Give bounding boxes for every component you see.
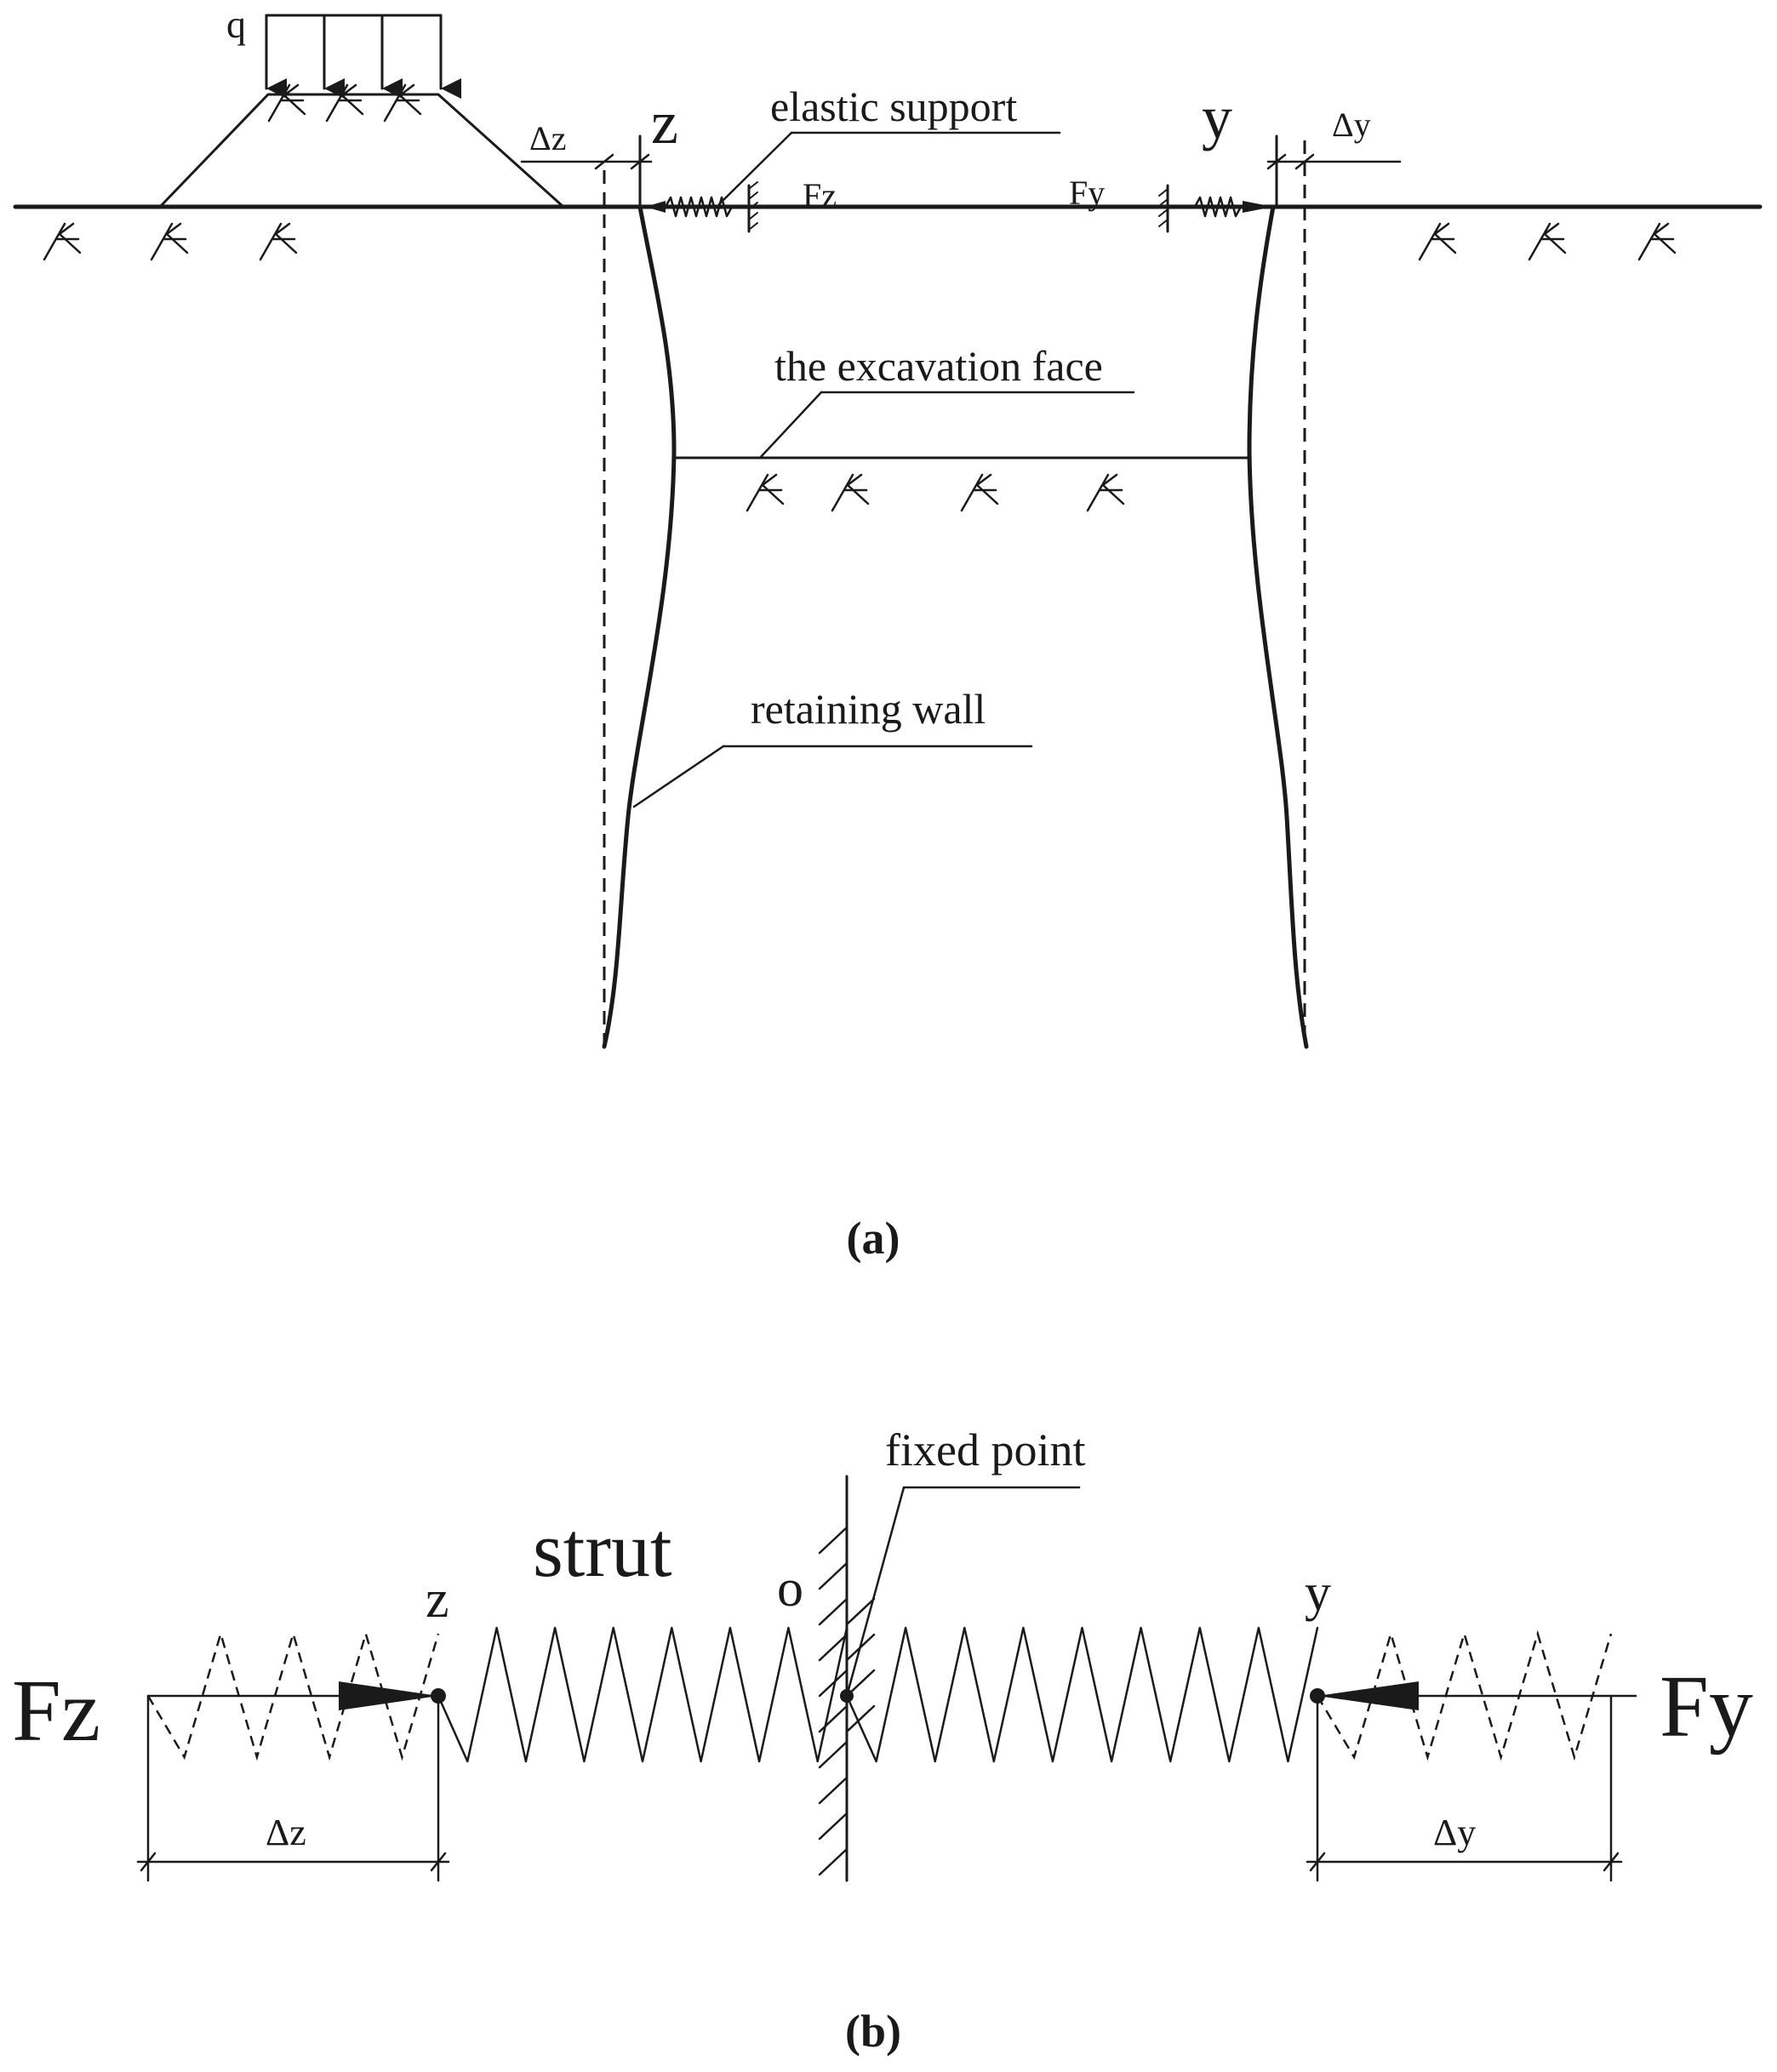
point-z-label-b: z bbox=[426, 1571, 449, 1629]
wall-hatch-stroke bbox=[818, 1847, 849, 1876]
soil-hatch-stroke bbox=[165, 222, 182, 236]
soil-hatch-stroke bbox=[259, 222, 283, 261]
wall-hatch-stroke bbox=[818, 1561, 849, 1590]
soil-hatch-stroke bbox=[960, 473, 984, 512]
soil-hatch-stroke bbox=[274, 222, 291, 236]
soil-hatch-stroke bbox=[846, 473, 863, 487]
callout-excavation-face: the excavation face bbox=[758, 342, 1135, 459]
soil-hatch-stroke bbox=[1543, 222, 1560, 236]
soil-hatch-stroke bbox=[398, 94, 422, 116]
soil-hatch-stroke bbox=[1433, 222, 1450, 236]
soil-hatch-stroke bbox=[267, 83, 291, 123]
soil-hatch-stroke bbox=[150, 222, 174, 261]
callout-fixed-point: fixed point bbox=[845, 1424, 1085, 1698]
figure-a: q Δz Δy z y bbox=[13, 3, 1763, 1264]
soil-hatch-stroke bbox=[846, 483, 870, 505]
soil-hatch-stroke bbox=[283, 83, 300, 97]
wall-hatch-stroke bbox=[818, 1669, 849, 1698]
callout-elastic-support: elastic support bbox=[717, 83, 1061, 206]
soil-hatch-stroke bbox=[383, 83, 407, 123]
soil-hatch-stroke bbox=[58, 222, 75, 236]
soil-hatching bbox=[43, 83, 1677, 512]
wall-hatch-stroke bbox=[845, 1704, 876, 1733]
soil-hatch-stroke bbox=[1101, 473, 1118, 487]
wall-hatch-stroke bbox=[845, 1597, 876, 1626]
wall-hatch-stroke bbox=[818, 1740, 849, 1769]
right-elastic-support: Fy bbox=[1069, 174, 1273, 233]
soil-hatch-stroke bbox=[274, 232, 298, 254]
point-y-label: y bbox=[1202, 83, 1232, 151]
wall-hatch-stroke bbox=[818, 1633, 849, 1662]
soil-hatch-stroke bbox=[831, 473, 854, 512]
wall-hatch-stroke bbox=[818, 1597, 849, 1626]
point-z-label: z bbox=[651, 88, 678, 157]
soil-hatch-stroke bbox=[761, 483, 785, 505]
strut-label: strut bbox=[533, 1506, 672, 1593]
delta-y-dimension: Δy bbox=[1266, 106, 1402, 170]
soil-hatch-stroke bbox=[43, 222, 66, 261]
point-y-label-b: y bbox=[1305, 1564, 1331, 1622]
wall-hatch-stroke bbox=[818, 1526, 849, 1555]
soil-hatch-stroke bbox=[1653, 222, 1670, 236]
soil-hatch-stroke bbox=[1433, 232, 1457, 254]
soil-hatch-stroke bbox=[1418, 222, 1442, 261]
delta-y-label: Δy bbox=[1332, 106, 1371, 144]
fixed-wall-hatching bbox=[818, 1526, 876, 1876]
figure-a-caption: (a) bbox=[847, 1213, 900, 1264]
wall-hatch-stroke bbox=[818, 1704, 849, 1733]
delta-y-dimension-b: Δy bbox=[1306, 1694, 1623, 1882]
delta-z-dimension-b: Δz bbox=[136, 1694, 450, 1882]
figure-b: Δz Δy fixed point strut z o y Fz Fy (b) bbox=[12, 1424, 1753, 2057]
soil-hatch-stroke bbox=[1653, 232, 1677, 254]
callout-retaining-wall: retaining wall bbox=[632, 685, 1033, 808]
soil-hatch-stroke bbox=[1086, 473, 1110, 512]
force-z-label: Fz bbox=[803, 176, 837, 214]
strut-spring-right bbox=[845, 1626, 1319, 1763]
surcharge-load: q bbox=[226, 3, 461, 99]
soil-hatch-stroke bbox=[1637, 222, 1661, 261]
figure-b-caption: (b) bbox=[845, 2006, 901, 2057]
wall-hatch-stroke bbox=[818, 1776, 849, 1805]
displaced-spring-right bbox=[1316, 1630, 1613, 1761]
force-y-label: Fy bbox=[1069, 174, 1105, 212]
soil-hatch-stroke bbox=[340, 94, 364, 116]
load-label: q bbox=[226, 3, 246, 46]
force-y-label-b: Fy bbox=[1660, 1658, 1753, 1755]
soil-hatch-stroke bbox=[746, 473, 769, 512]
right-retaining-wall bbox=[1247, 204, 1309, 1049]
soil-hatch-stroke bbox=[398, 83, 415, 97]
soil-hatch-stroke bbox=[975, 473, 992, 487]
displaced-spring-left bbox=[146, 1630, 440, 1761]
delta-z-label: Δz bbox=[529, 119, 566, 157]
delta-z-dimension: Δz bbox=[520, 119, 653, 170]
wall-hatch-stroke bbox=[818, 1812, 849, 1841]
left-retaining-wall bbox=[602, 204, 677, 1049]
embankment bbox=[158, 93, 565, 208]
point-o-label: o bbox=[777, 1560, 803, 1618]
strut-spring-left bbox=[437, 1626, 849, 1763]
delta-z-label-b: Δz bbox=[266, 1812, 306, 1853]
soil-hatch-stroke bbox=[325, 83, 349, 123]
excavation-face-label: the excavation face bbox=[774, 342, 1103, 390]
soil-hatch-stroke bbox=[283, 94, 306, 116]
force-arrow-right bbox=[1317, 1681, 1419, 1710]
retaining-wall-label: retaining wall bbox=[751, 685, 986, 733]
soil-hatch-stroke bbox=[975, 483, 999, 505]
soil-hatch-stroke bbox=[1543, 232, 1567, 254]
soil-hatch-stroke bbox=[165, 232, 189, 254]
fixed-point-label: fixed point bbox=[885, 1424, 1085, 1476]
soil-hatch-stroke bbox=[1528, 222, 1551, 261]
delta-y-label-b: Δy bbox=[1433, 1812, 1476, 1853]
soil-hatch-stroke bbox=[58, 232, 82, 254]
soil-hatch-stroke bbox=[340, 83, 357, 97]
soil-hatch-stroke bbox=[761, 473, 778, 487]
left-elastic-support: Fz bbox=[643, 176, 837, 233]
force-z-label-b: Fz bbox=[12, 1662, 100, 1760]
elastic-support-label: elastic support bbox=[770, 83, 1017, 130]
soil-hatch-stroke bbox=[1101, 483, 1125, 505]
force-arrow-left bbox=[339, 1681, 438, 1710]
